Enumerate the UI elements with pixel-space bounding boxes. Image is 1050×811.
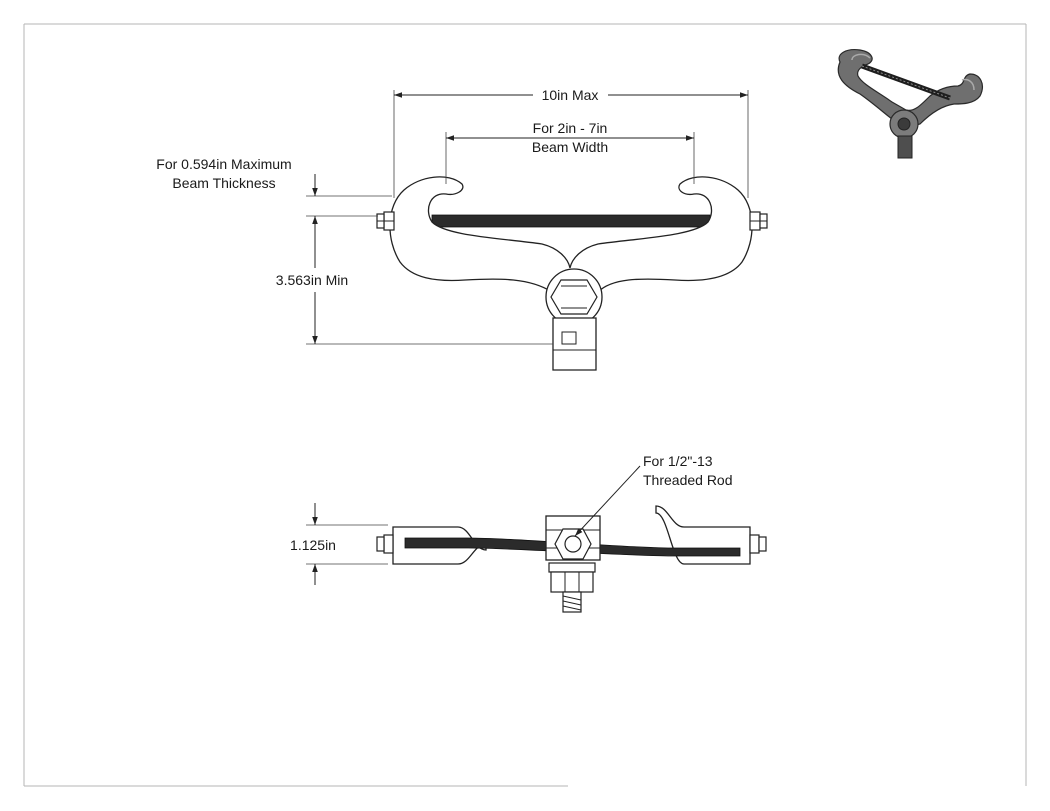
front-view: 10in Max For 2in - 7in Beam Width For 0.…	[156, 87, 768, 371]
beam-thickness-label-line2: Beam Thickness	[172, 175, 275, 191]
body-thickness-label: 1.125in	[290, 537, 336, 553]
threaded-stud	[562, 591, 582, 613]
center-hex-nut	[550, 279, 598, 315]
left-end-nut	[376, 211, 395, 231]
threaded-rod-front	[431, 214, 711, 228]
isometric-render	[837, 49, 983, 159]
beam-width-label-line1: For 2in - 7in	[533, 120, 608, 136]
clamp-body-front	[389, 176, 753, 293]
rod-label-line1: For 1/2"-13	[643, 453, 713, 469]
sheet-border	[23, 23, 1027, 787]
right-end-nut-top	[749, 534, 767, 554]
left-end-nut-top	[376, 534, 394, 554]
lower-hex-nut	[550, 571, 594, 593]
beam-thickness-label-line1: For 0.594in Maximum	[156, 156, 291, 172]
top-view: 1.125in For 1/2"-13 Threaded Rod	[290, 453, 767, 613]
right-end-nut	[749, 211, 768, 231]
beam-width-label-line2: Beam Width	[532, 139, 608, 155]
min-height-label: 3.563in Min	[276, 272, 348, 288]
lower-washer	[548, 562, 596, 573]
rod-hole	[564, 535, 582, 553]
rod-label-line2: Threaded Rod	[643, 472, 733, 488]
overall-width-label: 10in Max	[542, 87, 599, 103]
